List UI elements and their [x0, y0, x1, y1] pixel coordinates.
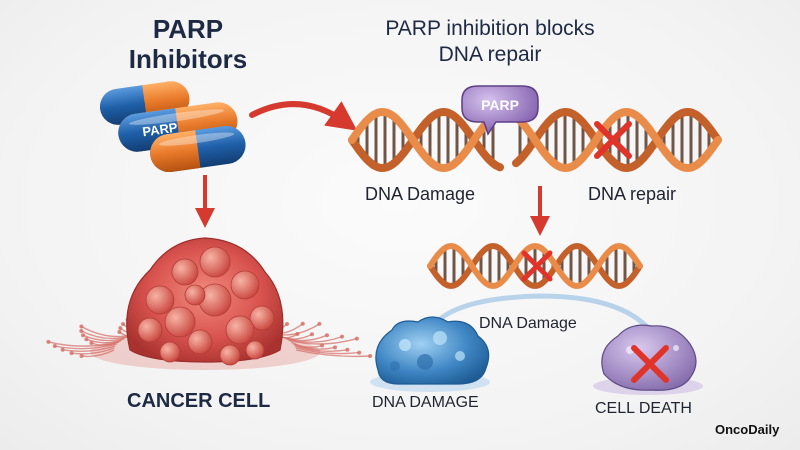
caption-cell-death: CELL DEATH [595, 400, 692, 417]
caption-dna-repair: DNA repair [588, 184, 677, 204]
connector-line [427, 293, 653, 333]
parp-protein-icon [461, 85, 539, 136]
pill-icon [150, 125, 246, 173]
caption-dna-damage-secondary: DNA Damage [479, 315, 577, 332]
title-line-1: PARP [152, 14, 224, 44]
dead-cell-icon [593, 324, 703, 395]
brand-logo-text: OncoDaily [715, 422, 780, 437]
subtitle: PARP inhibition blocks DNA repair [360, 16, 620, 68]
subtitle-line-1: PARP inhibition blocks [385, 17, 595, 40]
cross-mark-icon [631, 345, 669, 383]
pill-label: PARP [141, 120, 178, 140]
arrow-icon [249, 101, 358, 131]
caption-dna-damage-cell: DNA DAMAGE [372, 394, 479, 411]
parp-protein-label: PARP [481, 97, 519, 113]
caption-cancer-cell: CANCER CELL [127, 390, 271, 412]
dna-helix-icon [348, 107, 722, 173]
caption-dna-damage: DNA Damage [365, 184, 476, 204]
cross-mark-icon [594, 121, 632, 159]
page-title: PARP Inhibitors [88, 14, 288, 74]
damaged-cell-icon [370, 316, 490, 392]
subtitle-line-2: DNA repair [438, 43, 542, 66]
title-line-2: Inhibitors [128, 44, 248, 74]
cross-mark-icon [521, 250, 553, 282]
cancer-cell-icon [46, 237, 373, 370]
